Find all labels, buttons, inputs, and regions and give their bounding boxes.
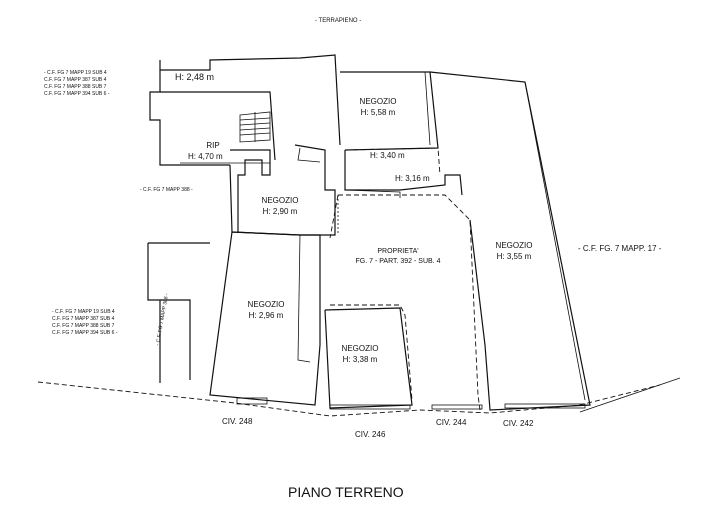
cadastral-line: C.F. FG 7 MAPP 388 SUB 7: [52, 323, 115, 329]
cadastral-line: C.F. FG 7 MAPP 387 SUB 4: [44, 77, 107, 83]
wall-right-shop: [429, 71, 591, 411]
room-label-negozio-left: NEGOZIO: [247, 300, 285, 309]
wall-left-shop-inner: [297, 234, 311, 363]
cadastral-ref-388: - C.F. FG 7 MAPP 388 -: [140, 187, 193, 193]
civic-number-242: CIV. 242: [503, 419, 534, 428]
civic-number-244: CIV. 244: [436, 418, 467, 427]
wall-top-shop-inner: [424, 71, 431, 146]
height-label-340: H: 3,40 m: [370, 151, 405, 160]
property-divider: [330, 304, 413, 401]
height-label-470: H: 4,70 m: [188, 152, 223, 161]
wall-upper-left: [159, 54, 341, 146]
stair-icon: [239, 111, 271, 143]
room-label-negozio-right: NEGOZIO: [495, 241, 533, 250]
wall-right-shop-inner: [524, 81, 586, 401]
property-label: PROPRIETA': [377, 248, 419, 255]
height-label-296: H: 2,96 m: [248, 311, 284, 320]
street-line: [37, 381, 661, 417]
wall-lower-left: [147, 242, 210, 383]
cadastral-line: - C.F. FG 7 MAPP 19 SUB 4: [44, 70, 107, 76]
height-label-316: H: 3,16 m: [395, 174, 430, 183]
page-title: PIANO TERRENO: [288, 484, 404, 500]
wall-h316-inner: [344, 189, 401, 198]
height-label-355: H: 3,55 m: [496, 252, 532, 261]
storefront-242: [504, 403, 586, 409]
storefront-248: [236, 397, 268, 405]
property-outline: [329, 194, 481, 411]
cadastral-line: C.F. FG 7 MAPP 394 SUB 6 -: [52, 330, 118, 336]
property-ref-label: FG. 7 - PART. 392 - SUB. 4: [355, 258, 441, 265]
room-label-negozio-bottom: NEGOZIO: [341, 344, 379, 353]
wall-mid-shop-right: [297, 147, 321, 163]
height-label-290: H: 2,90 m: [262, 207, 298, 216]
wall-top-shop: [340, 71, 439, 151]
cadastral-ref-bottom-left: - C.F. FG 7 MAPP 19 SUB 4 C.F. FG 7 MAPP…: [52, 309, 118, 337]
civic-number-248: CIV. 248: [222, 417, 253, 426]
civic-number-246: CIV. 246: [355, 430, 386, 439]
cadastral-line: - C.F. FG 7 MAPP 19 SUB 4: [52, 309, 115, 315]
cadastral-line: C.F. FG 7 MAPP 387 SUB 4: [52, 316, 115, 322]
wall-left-step: [149, 70, 230, 166]
room-label-rip: RIP: [206, 141, 220, 150]
height-label-558: H: 5,58 m: [360, 108, 396, 117]
storefront-244: [431, 404, 483, 410]
wall-bottom-shop: [324, 307, 413, 409]
cadastral-line: C.F. FG 7 MAPP 388 SUB 7: [44, 84, 107, 90]
cadastral-line: C.F. FG 7 MAPP 394 SUB 6 -: [44, 91, 110, 97]
storefront-246: [329, 404, 411, 410]
cadastral-ref-right: - C.F. FG. 7 MAPP. 17 -: [578, 244, 662, 253]
cadastral-ref-top-left: - C.F. FG 7 MAPP 19 SUB 4 C.F. FG 7 MAPP…: [44, 70, 110, 98]
terrapieno-label: - TERRAPIENO -: [315, 18, 362, 24]
height-label-338: H: 3,38 m: [342, 355, 378, 364]
room-label-negozio-mid: NEGOZIO: [261, 196, 299, 205]
wall-mid-shop: [229, 144, 336, 236]
wall-h248: [160, 91, 276, 161]
height-label-248: H: 2,48 m: [175, 72, 215, 82]
room-label-negozio-top: NEGOZIO: [359, 97, 397, 106]
wall-rip-box: [230, 149, 271, 232]
street-line-lower: [579, 377, 681, 413]
